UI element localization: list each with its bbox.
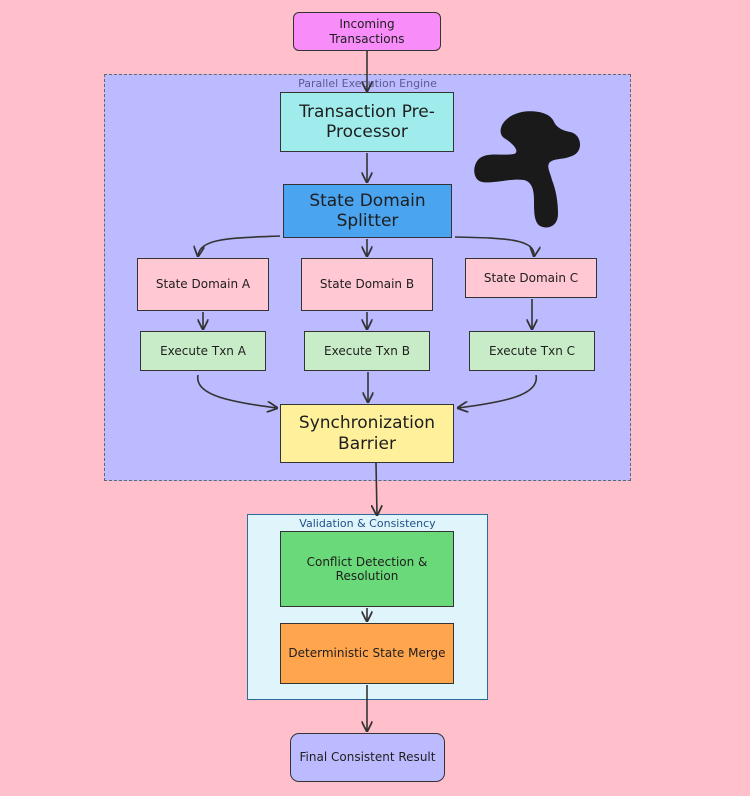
node-execute-txn-b[interactable]: Execute Txn B — [304, 331, 430, 371]
node-merge-label: Deterministic State Merge — [288, 646, 446, 661]
node-exec-c-label: Execute Txn C — [488, 343, 576, 358]
node-exec-a-label: Execute Txn A — [160, 343, 246, 358]
mermaid-logo-icon — [474, 111, 581, 228]
node-incoming-transactions[interactable]: Incoming Transactions — [293, 12, 441, 51]
node-state-domain-a[interactable]: State Domain A — [137, 258, 269, 311]
node-barrier-label: Synchronization Barrier — [298, 413, 436, 454]
node-final-consistent-result[interactable]: Final Consistent Result — [290, 733, 445, 782]
node-splitter-label: State Domain Splitter — [309, 190, 426, 231]
node-conflict-label: Conflict Detection & Resolution — [306, 554, 428, 583]
node-synchronization-barrier[interactable]: Synchronization Barrier — [280, 404, 454, 463]
node-deterministic-state-merge[interactable]: Deterministic State Merge — [280, 623, 454, 684]
node-incoming-label: Incoming Transactions — [329, 17, 405, 46]
node-exec-b-label: Execute Txn B — [324, 343, 410, 358]
node-domain-c-label: State Domain C — [483, 270, 579, 285]
node-preprocessor-label: Transaction Pre-Processor — [299, 101, 435, 142]
node-state-domain-b[interactable]: State Domain B — [301, 258, 433, 311]
node-domain-b-label: State Domain B — [319, 277, 415, 292]
node-execute-txn-a[interactable]: Execute Txn A — [140, 331, 266, 371]
node-domain-a-label: State Domain A — [155, 277, 251, 292]
node-execute-txn-c[interactable]: Execute Txn C — [469, 331, 595, 371]
cluster-title-validation: Validation & Consistency — [299, 517, 436, 530]
cluster-title-engine: Parallel Execution Engine — [298, 77, 437, 90]
node-transaction-preprocessor[interactable]: Transaction Pre-Processor — [280, 92, 454, 152]
node-state-domain-splitter[interactable]: State Domain Splitter — [283, 184, 452, 238]
node-conflict-detection-resolution[interactable]: Conflict Detection & Resolution — [280, 531, 454, 607]
node-state-domain-c[interactable]: State Domain C — [465, 258, 597, 298]
node-final-label: Final Consistent Result — [299, 750, 436, 765]
